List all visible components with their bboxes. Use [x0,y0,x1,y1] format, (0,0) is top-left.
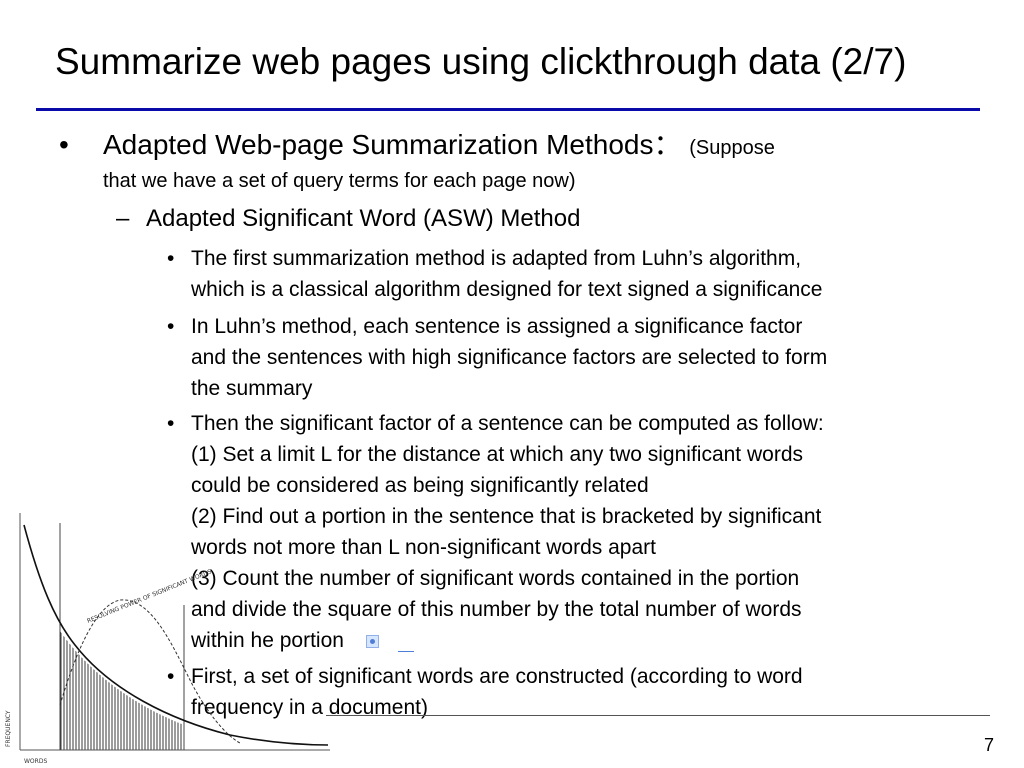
point-line: Then the significant factor of a sentenc… [191,412,824,435]
point-line: In Luhn’s method, each sentence is assig… [191,315,803,338]
bullet-dot: • [167,665,175,688]
point-line: (3) Count the number of significant word… [191,567,800,590]
bullet-adapted-methods: • Adapted Web-page Summarization Methods… [59,128,775,165]
point-line: The first summarization method is adapte… [191,247,802,270]
slide-title: Summarize web pages using clickthrough d… [55,41,907,82]
sub-bullet-asw: – Adapted Significant Word (ASW) Method [116,204,581,234]
bullet-dot: • [167,315,175,338]
bullet-dot: • [167,412,175,435]
point-line: the summary [191,377,313,400]
reference-link-underline [398,651,414,652]
luhn-frequency-figure: RESOLVING POWER OF SIGNIFICANT WORDS FRE… [0,505,340,768]
resolving-power-curve [59,599,241,744]
point-line-with-reference: within he portion [191,625,824,656]
point-significance-factor: • Then the significant factor of a sente… [167,408,824,656]
point-line: words not more than L non-significant wo… [191,536,656,559]
x-axis-label: WORDS [24,758,47,765]
y-axis-label: FREQUENCY [5,710,12,747]
point-line: (2) Find out a portion in the sentence t… [191,505,822,528]
bullet-note-continuation: that we have a set of query terms for ea… [103,170,576,192]
point-line: (1) Set a limit L for the distance at wh… [191,443,803,466]
bullet-main-text: Adapted Web-page Summarization Methods： [103,129,682,160]
shaded-significant-region [60,631,184,750]
point-line: which is a classical algorithm designed … [191,278,823,301]
point-line: and the sentences with high significance… [191,346,828,369]
sub-bullet-text: Adapted Significant Word (ASW) Method [146,205,581,232]
footer-divider [326,715,990,716]
bullet-dot: • [167,247,175,270]
point-luhn-method: • In Luhn’s method, each sentence is ass… [167,311,828,404]
point-line: First, a set of significant words are co… [191,665,803,688]
point-line: and divide the square of this number by … [191,598,802,621]
point-line: could be considered as being significant… [191,474,649,497]
title-divider [36,108,980,111]
bullet-note-start: (Suppose [689,137,775,159]
point-line: within he portion [191,629,344,652]
frequency-curve-diagram: RESOLVING POWER OF SIGNIFICANT WORDS FRE… [5,513,330,765]
page-number: 7 [983,735,994,755]
point-significant-words: • First, a set of significant words are … [167,661,803,723]
dash-marker: – [116,205,130,232]
curve-label: RESOLVING POWER OF SIGNIFICANT WORDS [86,568,213,625]
reference-link-icon[interactable] [365,634,379,648]
point-luhn-adapted: • The first summarization method is adap… [167,243,823,305]
point-line: frequency in a document) [191,696,428,719]
word-frequency-curve [23,524,329,746]
bullet-dot: • [59,129,69,160]
